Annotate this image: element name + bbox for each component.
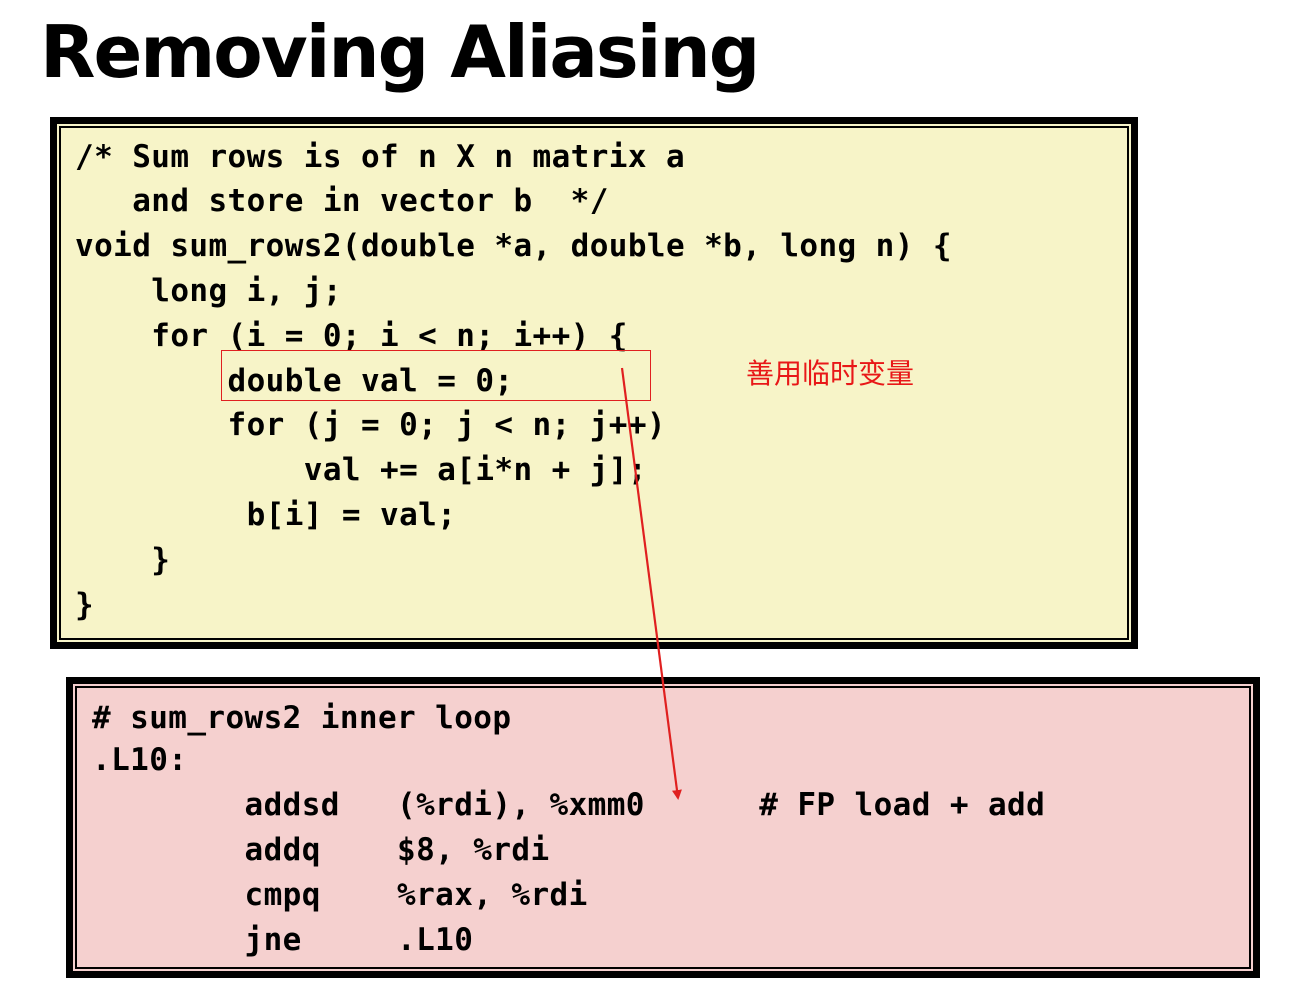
c-code-line-8: val += a[i*n + j]; bbox=[75, 452, 647, 488]
c-code-line-2: and store in vector b */ bbox=[75, 183, 609, 219]
c-code-line-11: } bbox=[75, 587, 95, 623]
asm-code-line-1: # sum_rows2 inner loop bbox=[92, 700, 512, 736]
asm-code-line-5: cmpq %rax, %rdi bbox=[92, 877, 588, 913]
c-code-line-10: } bbox=[75, 542, 171, 578]
c-code-line-6: double val = 0; bbox=[75, 363, 514, 399]
asm-code-panel bbox=[66, 677, 1260, 978]
temp-variable-highlight-box bbox=[221, 350, 651, 401]
c-code-panel bbox=[50, 117, 1138, 649]
asm-code-line-3: addsd (%rdi), %xmm0 # FP load + add bbox=[92, 787, 1046, 823]
c-code-line-1: /* Sum rows is of n X n matrix a bbox=[75, 139, 686, 175]
annotation-note: 善用临时变量 bbox=[746, 357, 915, 390]
c-code-line-4: long i, j; bbox=[75, 273, 342, 309]
c-code-line-5: for (i = 0; i < n; i++) { bbox=[75, 318, 628, 354]
asm-code-line-6: jne .L10 bbox=[92, 922, 474, 958]
slide-title: Removing Aliasing bbox=[40, 10, 760, 94]
asm-code-line-2: .L10: bbox=[92, 742, 188, 778]
c-code-line-3: void sum_rows2(double *a, double *b, lon… bbox=[75, 228, 952, 264]
asm-code-line-4: addq $8, %rdi bbox=[92, 832, 550, 868]
annotation-arrow bbox=[620, 367, 682, 800]
c-code-line-9: b[i] = val; bbox=[75, 497, 457, 533]
c-code-panel-inner-border bbox=[59, 126, 1129, 640]
